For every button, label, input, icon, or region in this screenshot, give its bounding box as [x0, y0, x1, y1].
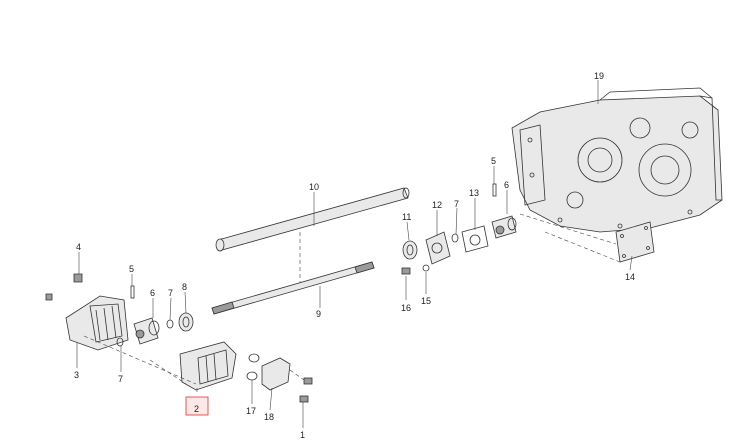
bolt-4[interactable]	[73, 273, 83, 283]
callout-15[interactable]: 15	[421, 296, 431, 306]
callout-18[interactable]: 18	[264, 412, 274, 422]
washer-17a[interactable]	[248, 353, 260, 363]
callout-11[interactable]: 11	[402, 212, 411, 222]
callouts: 19 10 9 11 12 7 13 5 6 14 16 15 4 5 6 7 …	[74, 71, 635, 440]
callout-7-right[interactable]: 7	[454, 199, 459, 209]
highlight-box-part-2[interactable]	[185, 396, 209, 416]
callout-8[interactable]: 8	[182, 282, 187, 292]
washer-17b[interactable]	[246, 371, 258, 381]
shaft-9[interactable]	[211, 261, 375, 315]
callout-7-lower[interactable]: 7	[118, 374, 123, 384]
callout-5-left[interactable]: 5	[129, 264, 134, 274]
pin-5-right[interactable]	[492, 183, 497, 197]
ring-7-left[interactable]	[166, 319, 174, 329]
gasket-13[interactable]	[461, 225, 489, 253]
cover-plate[interactable]	[615, 221, 655, 263]
coupling-left[interactable]	[133, 317, 160, 345]
coupling-right[interactable]	[491, 215, 517, 239]
pin-5-left[interactable]	[130, 285, 135, 299]
alignment-lines	[83, 213, 621, 385]
flange-12[interactable]	[425, 231, 451, 265]
washer-15[interactable]	[422, 264, 430, 272]
ring-7-right[interactable]	[451, 233, 459, 243]
bracket-18[interactable]	[261, 357, 291, 391]
callout-19[interactable]: 19	[594, 71, 604, 81]
callout-16[interactable]: 16	[401, 303, 411, 313]
callout-17[interactable]: 17	[246, 406, 256, 416]
callout-9[interactable]: 9	[316, 309, 321, 319]
callout-7-left[interactable]: 7	[168, 288, 173, 298]
shaft-10[interactable]	[215, 187, 410, 252]
seal-11[interactable]	[402, 240, 418, 260]
callout-3[interactable]: 3	[74, 370, 79, 380]
callout-6-right[interactable]: 6	[504, 180, 509, 190]
leader-lines	[76, 80, 633, 428]
ring-8[interactable]	[178, 312, 194, 332]
callout-2[interactable]: 2	[194, 404, 199, 414]
callout-6-left[interactable]: 6	[150, 288, 155, 298]
callout-4[interactable]: 4	[76, 242, 81, 252]
left-cover[interactable]	[65, 295, 129, 351]
callout-10[interactable]: 10	[309, 182, 319, 192]
bolt-left-edge[interactable]	[45, 293, 53, 301]
callout-5-right[interactable]: 5	[491, 156, 496, 166]
ring-7-lower[interactable]	[116, 337, 124, 347]
bolt-1a[interactable]	[303, 377, 313, 385]
transmission-housing[interactable]	[511, 87, 723, 233]
callout-1[interactable]: 1	[300, 430, 305, 440]
callout-13[interactable]: 13	[469, 188, 479, 198]
bolt-1b[interactable]	[299, 395, 309, 403]
callout-12[interactable]: 12	[432, 200, 442, 210]
lower-cover[interactable]	[179, 341, 237, 391]
callout-14[interactable]: 14	[625, 272, 635, 282]
bolt-16[interactable]	[401, 267, 411, 275]
